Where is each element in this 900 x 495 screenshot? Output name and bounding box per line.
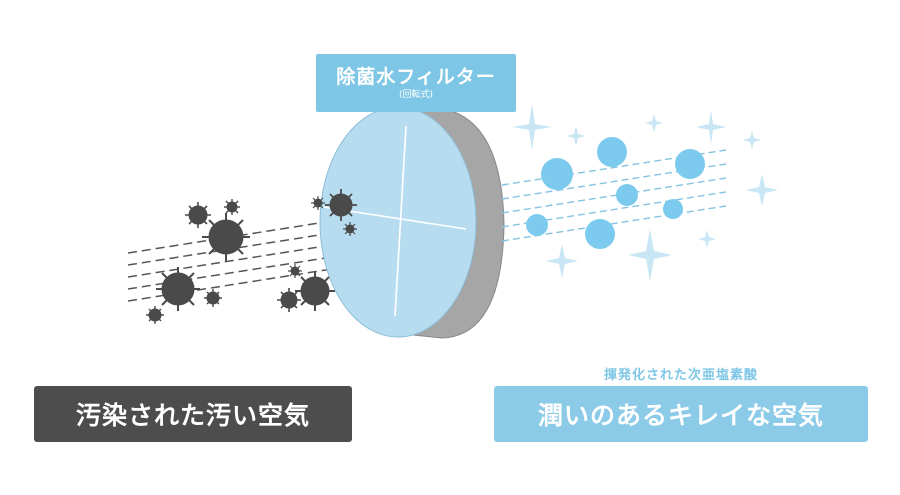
germ-particle — [204, 289, 222, 307]
sparkle-icon — [746, 174, 778, 206]
sparkle-icon — [698, 230, 716, 248]
clean-particles — [526, 137, 705, 249]
filter-title: 除菌水フィルター — [336, 65, 496, 88]
sparkle-icon — [743, 131, 761, 149]
sparkle-icon — [628, 229, 672, 281]
germ-particle — [202, 213, 250, 261]
germ-particle — [146, 306, 164, 324]
germ-particle — [224, 199, 240, 215]
airflow-line — [501, 177, 727, 214]
germ-particle — [185, 202, 211, 228]
clean-air-caption: 揮発化された次亜塩素酸 — [603, 368, 758, 383]
dirty-air-label: 汚染された汚い空気 — [34, 386, 352, 442]
dirty-particles — [146, 199, 335, 324]
sparkle-icon — [567, 126, 585, 146]
germ-particle — [343, 222, 357, 236]
sparkles — [512, 104, 778, 281]
sparkle-icon — [512, 104, 552, 150]
sparkle-icon — [696, 110, 726, 144]
clean-particle — [526, 214, 548, 236]
clean-particle — [675, 149, 705, 179]
filter-label: 除菌水フィルター (回転式) — [316, 54, 516, 112]
clean-air-label: 潤いのあるキレイな空気 — [494, 386, 868, 442]
filter-disk — [319, 106, 505, 339]
filter-face — [319, 106, 477, 338]
clean-particle — [663, 199, 683, 219]
clean-particle — [541, 158, 573, 190]
germ-particle — [288, 264, 302, 278]
sparkle-icon — [546, 244, 578, 278]
germ-particle — [277, 288, 301, 312]
germ-particle — [325, 189, 357, 221]
clean-particle — [597, 137, 627, 167]
germ-particle — [156, 267, 200, 311]
germ-particle — [311, 196, 325, 210]
trapped-particles — [311, 189, 357, 236]
clean-particle — [585, 219, 615, 249]
clean-particle — [616, 184, 638, 206]
germ-particle — [295, 271, 335, 311]
filter-subtitle: (回転式) — [398, 89, 434, 100]
sparkle-icon — [645, 114, 663, 132]
